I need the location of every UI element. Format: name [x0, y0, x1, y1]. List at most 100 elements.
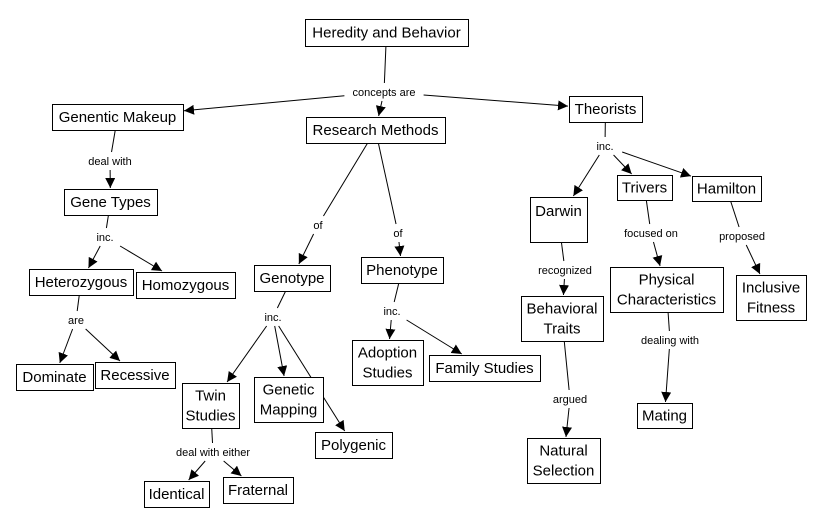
concept-node-family-studies[interactable]: Family Studies — [429, 355, 541, 382]
connector-line-research_methods-to-of_phenotype — [377, 142, 397, 225]
link-label-text: inc. — [264, 312, 281, 324]
concept-node-label: Adoption — [358, 345, 417, 362]
concept-node-fraternal[interactable]: Fraternal — [223, 477, 294, 504]
link-label-text: deal with either — [176, 447, 250, 459]
concept-node-box — [64, 189, 158, 216]
concept-node-label: Heterozygous — [35, 274, 128, 291]
concept-node-research-methods[interactable]: Research Methods — [306, 117, 446, 144]
concept-node-gene-types[interactable]: Gene Types — [64, 189, 158, 216]
concept-node-box — [429, 355, 541, 382]
concept-node-label: Behavioral — [527, 301, 598, 318]
link-label-text: inc. — [596, 141, 613, 153]
link-label-background — [632, 333, 708, 347]
concept-node-label: Studies — [185, 408, 235, 425]
concept-node-label: Phenotype — [366, 262, 438, 279]
concept-node-mating[interactable]: Mating — [637, 403, 693, 429]
concept-node-phenotype[interactable]: Phenotype — [361, 257, 444, 284]
concept-node-label: Natural — [539, 443, 587, 460]
link-label-proposed: proposed — [715, 229, 769, 243]
link-label-text: of — [313, 220, 323, 232]
concept-node-label: Selection — [533, 463, 595, 480]
connector-line-phenotype-to-inc_phenotype — [393, 282, 400, 303]
concept-node-label: Studies — [362, 365, 412, 382]
arrow-inc_genotype-to-twin_studies — [226, 325, 268, 383]
link-label-recognized: recognized — [533, 263, 597, 277]
concept-node-hamilton[interactable]: Hamilton — [692, 176, 762, 202]
concept-node-box — [95, 362, 176, 389]
concept-node-box — [182, 383, 240, 429]
concept-node-box — [692, 176, 762, 202]
arrow-concepts_are-to-research_methods — [375, 100, 386, 117]
concept-node-theorists[interactable]: Theorists — [569, 96, 643, 123]
concept-node-label: Twin — [195, 388, 226, 405]
connector-line-trivers-to-focused_on — [645, 199, 651, 225]
concept-node-recessive[interactable]: Recessive — [95, 362, 176, 389]
arrow-inc_theorists-to-trivers — [613, 154, 633, 175]
link-label-background — [308, 218, 328, 232]
arrow-concepts_are-to-theorists — [423, 94, 569, 111]
link-label-text: deal with — [88, 156, 131, 168]
link-label-text: inc. — [96, 232, 113, 244]
concept-node-genotype[interactable]: Genotype — [254, 265, 331, 292]
link-label-deal-with: deal with — [80, 154, 140, 168]
concept-node-label: Mating — [642, 408, 687, 425]
concept-node-homozygous[interactable]: Homozygous — [136, 272, 236, 299]
concept-node-box — [569, 96, 643, 123]
concept-node-darwin[interactable]: Darwin — [530, 197, 588, 243]
arrow-argued-to-natural_selection — [562, 407, 573, 438]
connector-line-heterozygous-to-are — [76, 294, 80, 312]
concept-node-box — [361, 257, 444, 284]
arrow-deal_with_either-to-identical — [188, 460, 206, 481]
concept-node-dominate[interactable]: Dominate — [16, 364, 94, 391]
arrow-inc_gene_types-to-heterozygous — [88, 245, 101, 269]
link-label-concepts-are: concepts are — [346, 85, 422, 99]
concept-node-box — [736, 275, 807, 321]
connector-line-gene_types-to-inc_gene_types — [105, 214, 109, 229]
concept-node-polygenic[interactable]: Polygenic — [315, 432, 393, 459]
concept-node-label: Trivers — [622, 180, 667, 197]
link-label-inc-genotype: inc. — [257, 310, 289, 324]
connector-line-hamilton-to-proposed — [730, 200, 740, 228]
link-label-text: proposed — [719, 231, 765, 243]
concept-node-label: Family Studies — [435, 360, 533, 377]
arrow-inc_gene_types-to-homozygous — [119, 245, 163, 272]
arrow-concepts_are-to-genentic_makeup — [183, 95, 345, 115]
concept-node-label: Genentic Makeup — [59, 109, 177, 126]
concept-node-label: Polygenic — [321, 437, 387, 454]
concept-node-label: Recessive — [100, 367, 169, 384]
link-label-text: recognized — [538, 265, 592, 277]
concept-node-box — [637, 403, 693, 429]
edges-layer — [58, 45, 761, 481]
link-label-of-phenotype: of — [388, 226, 408, 240]
link-label-background — [589, 139, 621, 153]
link-label-dealing-with: dealing with — [632, 333, 708, 347]
concept-node-box — [352, 340, 424, 386]
concept-node-genentic-makeup[interactable]: Genentic Makeup — [52, 104, 184, 131]
connector-line-physical_characteristics-to-dealing_with — [667, 311, 670, 332]
link-label-focused-on: focused on — [619, 226, 683, 240]
concept-node-identical[interactable]: Identical — [144, 481, 210, 508]
connector-line-research_methods-to-of_genotype — [323, 142, 369, 217]
concept-node-heredity[interactable]: Heredity and Behavior — [305, 19, 469, 47]
link-label-text: are — [68, 315, 84, 327]
link-label-text: concepts are — [353, 87, 416, 99]
concept-node-label: Inclusive — [742, 280, 800, 297]
concept-node-trivers[interactable]: Trivers — [617, 175, 673, 201]
concept-node-label: Homozygous — [142, 277, 230, 294]
concept-node-label: Hamilton — [697, 181, 756, 198]
concept-node-label: Mapping — [260, 402, 318, 419]
concept-node-box — [305, 19, 469, 47]
concept-node-label: Characteristics — [617, 292, 716, 309]
concept-node-heterozygous[interactable]: Heterozygous — [29, 269, 134, 296]
link-label-text: inc. — [383, 306, 400, 318]
concept-node-label: Genotype — [259, 270, 324, 287]
